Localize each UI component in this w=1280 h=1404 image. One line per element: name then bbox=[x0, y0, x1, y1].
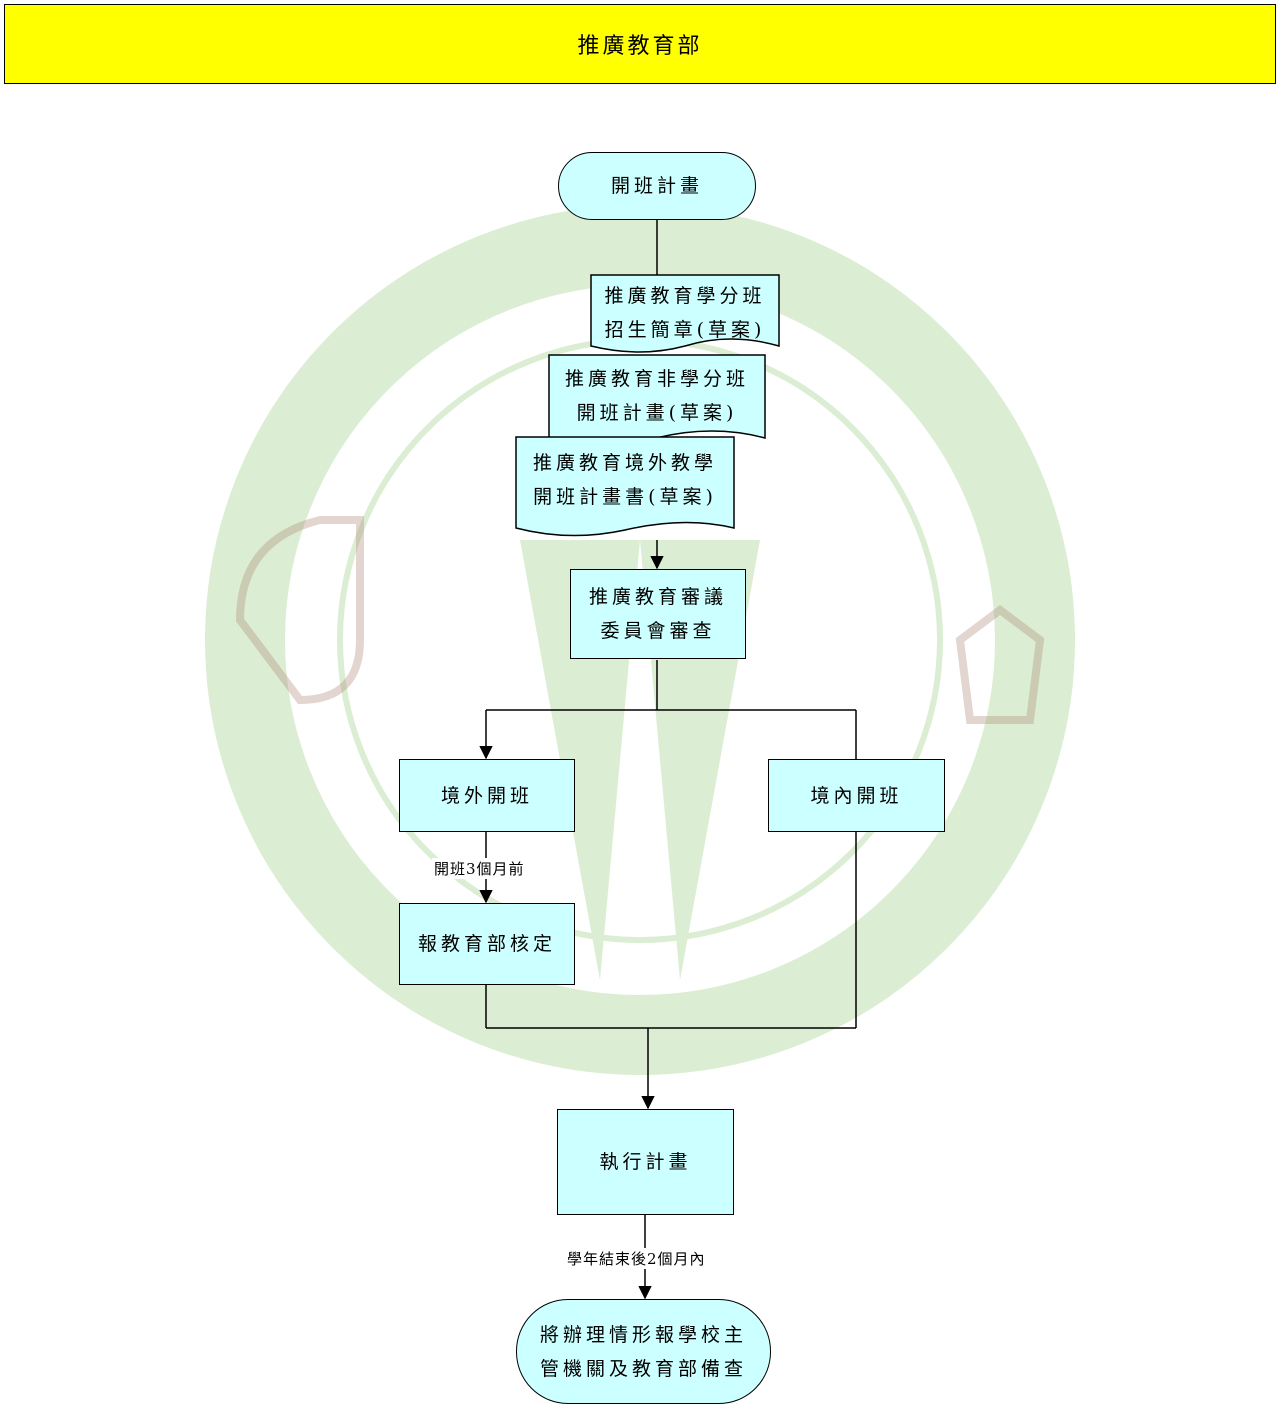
document-node-2: 推廣教育非學分班 開班計畫(草案) bbox=[548, 360, 766, 432]
review-committee-node: 推廣教育審議 委員會審查 bbox=[570, 569, 746, 659]
end-line1: 將辦理情形報學校主 bbox=[539, 1323, 747, 1346]
document-2-line1: 推廣教育非學分班 bbox=[564, 368, 749, 390]
label-3-months-before: 開班3個月前 bbox=[432, 858, 527, 879]
moe-approval-label: 報教育部核定 bbox=[417, 933, 556, 955]
domestic-label: 境內開班 bbox=[810, 784, 903, 807]
flow-start-node: 開班計畫 bbox=[558, 152, 756, 220]
document-3-line1: 推廣教育境外教學 bbox=[532, 452, 717, 474]
seal-shield-icon bbox=[235, 516, 364, 705]
document-shape-1 bbox=[590, 274, 780, 353]
review-line1: 推廣教育審議 bbox=[588, 586, 727, 608]
execute-plan-node: 執行計畫 bbox=[557, 1109, 734, 1215]
document-1-line2: 招生簡章(草案) bbox=[604, 319, 766, 341]
page-title: 推廣教育部 bbox=[4, 4, 1276, 84]
page-title-text: 推廣教育部 bbox=[577, 34, 703, 59]
seal-outer-ring bbox=[205, 205, 1075, 1075]
review-line2: 委員會審查 bbox=[600, 620, 716, 642]
flow-end-node: 將辦理情形報學校主 管機關及教育部備查 bbox=[516, 1299, 771, 1404]
overseas-label: 境外開班 bbox=[440, 784, 533, 807]
label-2-months-after: 學年結束後2個月內 bbox=[565, 1248, 708, 1269]
end-line2: 管機關及教育部備查 bbox=[539, 1357, 747, 1380]
document-shape-3 bbox=[515, 436, 735, 537]
domestic-class-node: 境內開班 bbox=[768, 759, 945, 832]
execute-plan-label: 執行計畫 bbox=[599, 1151, 692, 1173]
overseas-class-node: 境外開班 bbox=[399, 759, 575, 832]
document-2-line2: 開班計畫(草案) bbox=[576, 402, 738, 424]
document-1-line1: 推廣教育學分班 bbox=[604, 285, 766, 307]
document-node-3: 推廣教育境外教學 開班計畫書(草案) bbox=[515, 444, 735, 516]
moe-approval-node: 報教育部核定 bbox=[399, 903, 575, 985]
document-node-1: 推廣教育學分班 招生簡章(草案) bbox=[590, 278, 780, 348]
seal-pen-icon bbox=[955, 605, 1045, 724]
document-3-line2: 開班計畫書(草案) bbox=[533, 486, 717, 508]
flow-start-label: 開班計畫 bbox=[610, 175, 703, 197]
